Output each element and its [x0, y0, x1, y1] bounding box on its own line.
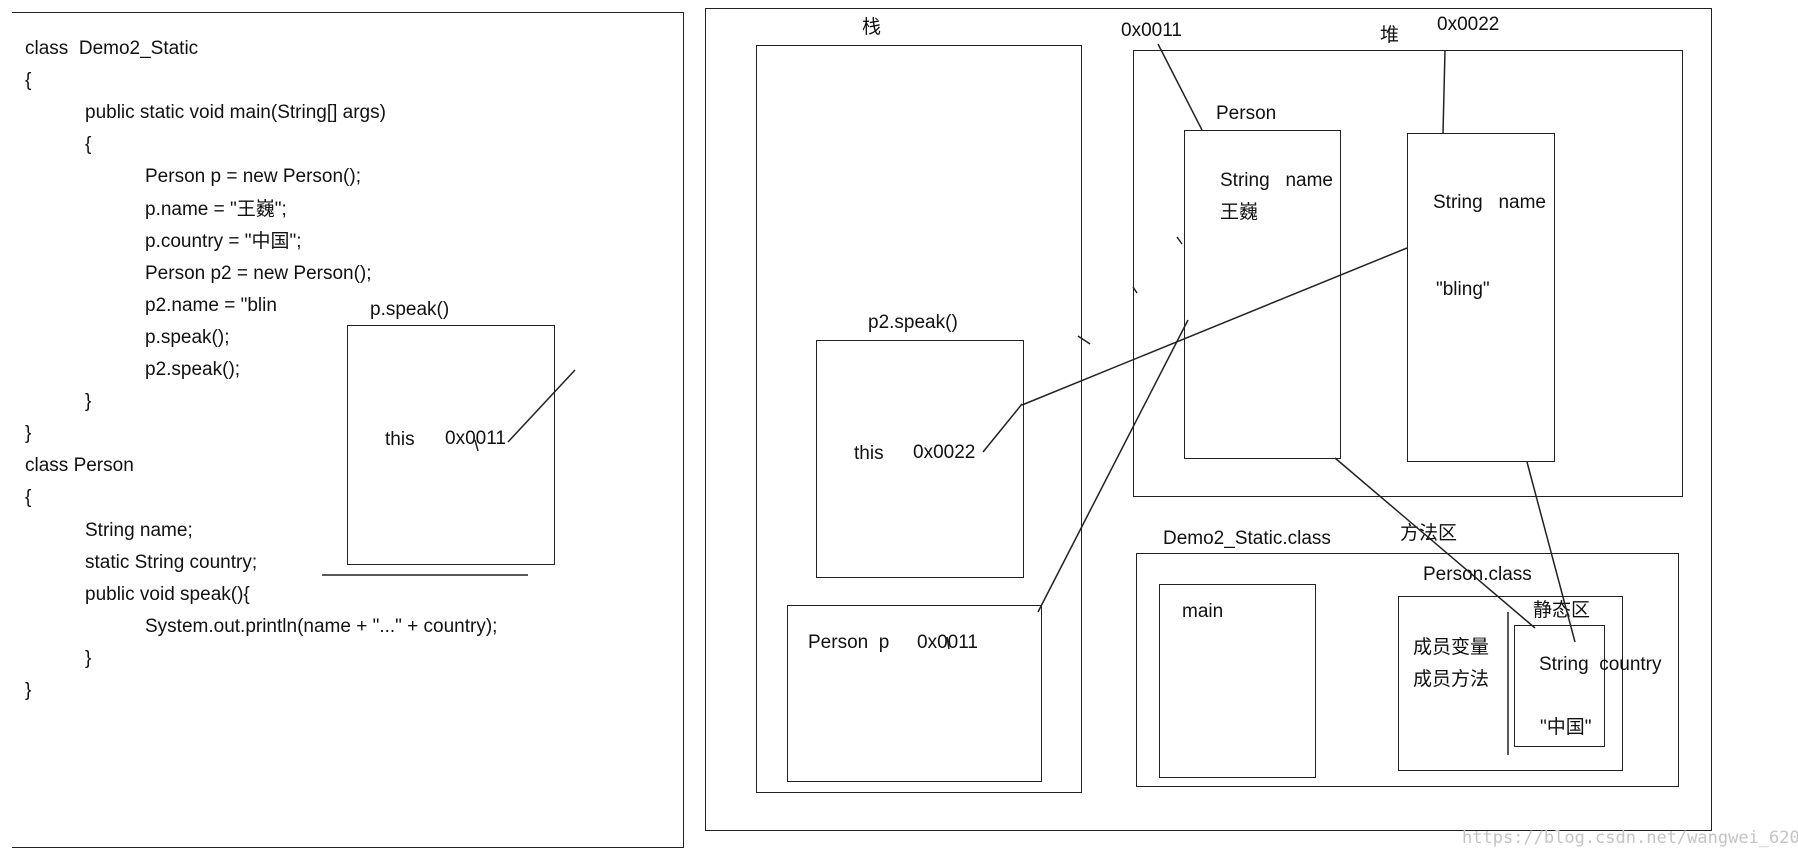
speak-frame-address: 0x0011: [445, 428, 506, 449]
code-line: class Person: [25, 455, 134, 477]
person-class-box: [1398, 596, 1623, 771]
static-area-box: [1514, 625, 1605, 747]
p2-speak-this-label: this: [854, 443, 884, 464]
code-line: public void speak(){: [85, 583, 250, 605]
p2-speak-frame: [816, 340, 1024, 578]
tick-mark: [474, 439, 479, 452]
this-to-frame-line: [982, 403, 1023, 453]
p2-speak-frame-title: p2.speak(): [868, 312, 958, 333]
person-class-title: Person.class: [1423, 564, 1532, 585]
code-line: Person p = new Person();: [145, 166, 361, 188]
watermark: https://blog.csdn.net/wangwei_620: [1462, 828, 1798, 848]
static-field-value: "中国": [1540, 717, 1592, 738]
p2-speak-address: 0x0022: [913, 442, 976, 463]
code-line: class Demo2_Static: [25, 38, 199, 59]
object2-address-leader: [1442, 49, 1446, 134]
code-line: p2.name = "blin: [145, 294, 277, 316]
person-class-member-2: 成员方法: [1413, 669, 1490, 690]
heap-object1: [1184, 130, 1341, 459]
code-line: }: [85, 647, 92, 669]
code-line: String name;: [85, 519, 193, 541]
memory-panel: [705, 8, 1712, 831]
speak-frame: [347, 325, 555, 565]
code-line: Person p2 = new Person();: [145, 262, 372, 284]
heap-object1-value: 王巍: [1220, 202, 1259, 223]
code-line: {: [25, 70, 32, 92]
code-line: p.country = "中国";: [145, 230, 302, 252]
code-line: public static void main(String[] args): [85, 102, 386, 124]
method-area: [1136, 553, 1679, 787]
tick-mark: [946, 636, 950, 650]
tick-mark: [1132, 286, 1138, 294]
object1-to-static-line: [1334, 457, 1536, 629]
code-line: static String country;: [85, 551, 258, 573]
heap-title: 堆: [1380, 25, 1400, 46]
heap-object2-value: "bling": [1436, 279, 1490, 300]
static-field: String country: [1539, 654, 1662, 675]
demo-class-box: [1159, 584, 1316, 778]
code-line: {: [25, 487, 32, 509]
code-line: {: [85, 134, 92, 156]
method-area-title: 方法区: [1400, 523, 1458, 544]
heap-object2: [1407, 133, 1555, 462]
code-line: }: [25, 423, 32, 445]
code-line: }: [85, 391, 92, 413]
this-pointer-line: [507, 369, 576, 443]
heap-object1-field: String name: [1220, 170, 1333, 191]
object2-to-static-line: [1526, 461, 1576, 643]
heap-object1-class-label: Person: [1216, 103, 1277, 124]
speak-frame-title: p.speak(): [370, 299, 450, 320]
this-to-object2-line: [1021, 247, 1408, 406]
code-line: System.out.println(name + "..." + countr…: [145, 615, 498, 637]
heap-object1-address: 0x0011: [1121, 20, 1182, 41]
heap-object2-field: String name: [1433, 192, 1546, 213]
tick-mark: [1176, 236, 1183, 245]
code-line: p.speak();: [145, 326, 230, 348]
stack-area: [756, 45, 1082, 793]
object1-address-leader: [1157, 43, 1203, 131]
code-panel: [12, 12, 684, 848]
main-frame-var-label: Person p: [808, 632, 890, 653]
heap-object2-address: 0x0022: [1437, 14, 1500, 35]
p-to-object1-line: [1037, 319, 1189, 613]
code-line: p2.speak();: [145, 359, 241, 380]
stack-title: 栈: [862, 17, 882, 38]
main-frame: [787, 605, 1042, 782]
heap-area: [1133, 50, 1683, 497]
code-line: p.name = "王巍";: [145, 198, 287, 220]
static-area-title: 静态区: [1533, 600, 1591, 621]
tick-mark: [1077, 335, 1091, 345]
person-class-member-1: 成员变量: [1413, 637, 1490, 658]
speak-frame-this-label: this: [385, 429, 415, 450]
code-line: }: [25, 680, 32, 701]
demo-class-title: Demo2_Static.class: [1163, 528, 1331, 549]
main-method-label: main: [1182, 601, 1224, 622]
